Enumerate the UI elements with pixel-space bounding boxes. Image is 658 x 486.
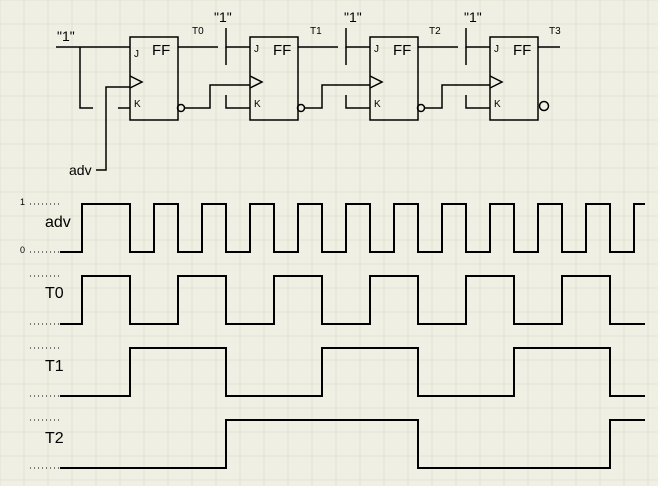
q-bar-bubble-1: [296, 103, 306, 113]
output-label-t2: T2: [429, 26, 441, 37]
level-low-label: 0: [20, 245, 25, 255]
clock-triangle-2: [369, 75, 384, 89]
j-label-0: J: [134, 49, 139, 60]
one-label: "1": [464, 9, 482, 25]
q-bar-bubble-2: [416, 103, 426, 113]
counter-schematic: [56, 28, 560, 171]
flipflop-1: [249, 36, 299, 121]
ff-label-1: FF: [273, 42, 291, 59]
j-label-3: J: [494, 44, 499, 55]
wires: [56, 28, 560, 171]
flipflop-2: [369, 36, 419, 121]
ff-label-0: FF: [152, 42, 170, 59]
q-bar-bubble-0: [176, 103, 186, 113]
signal-label-t2: T2: [45, 430, 64, 447]
waveform-t1: [60, 347, 645, 397]
schematic-labels: "1" "1" "1" "1" FF FF FF FF J J J J K K …: [57, 9, 561, 178]
j-label-1: J: [254, 44, 259, 55]
k-label-3: K: [494, 99, 501, 110]
level-high-label: 1: [20, 197, 25, 207]
clock-triangle-0: [129, 75, 144, 89]
one-label: "1": [344, 9, 362, 25]
q-bar-bubble-3: [538, 100, 550, 112]
k-label-0: K: [134, 99, 141, 110]
k-label-2: K: [374, 99, 381, 110]
output-label-t1: T1: [310, 26, 322, 37]
clock-triangle-3: [489, 75, 504, 89]
signal-label-t1: T1: [45, 358, 64, 375]
timing-diagram: 1 0 adv T0 T1 T2: [20, 197, 645, 469]
one-label: "1": [214, 9, 232, 25]
waveform-adv: [60, 203, 645, 253]
flipflop-3: [489, 36, 539, 121]
waveform-t0: [60, 275, 645, 325]
signal-label-adv: adv: [45, 214, 71, 231]
one-label: "1": [57, 28, 75, 44]
output-label-t3: T3: [549, 26, 561, 37]
k-label-1: K: [254, 99, 261, 110]
signal-label-t0: T0: [45, 285, 64, 302]
j-label-2: J: [374, 44, 379, 55]
ff-label-3: FF: [513, 42, 531, 59]
flipflop-0: [129, 36, 179, 121]
waveform-t2: [60, 419, 645, 469]
ff-label-2: FF: [393, 42, 411, 59]
adv-input-label: adv: [69, 162, 92, 178]
output-label-t0: T0: [192, 26, 204, 37]
clock-triangle-1: [249, 75, 264, 89]
